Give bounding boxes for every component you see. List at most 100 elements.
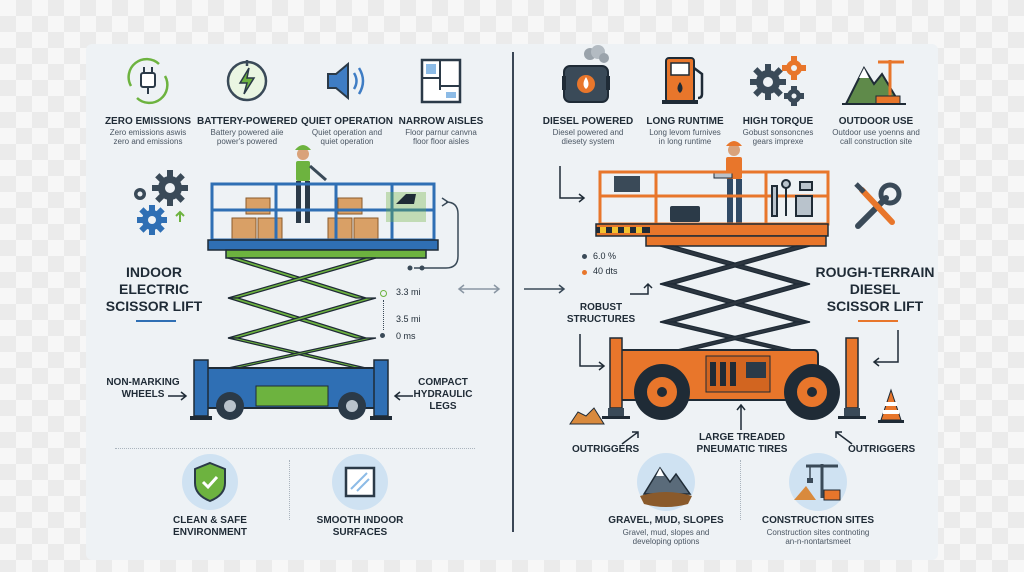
feature-sub: Battery powered aiie (210, 128, 284, 137)
floor-plan-icon (416, 56, 466, 111)
bottom-sub: an-n-nontartsmeet (785, 537, 851, 546)
terrain-icon (636, 452, 696, 517)
feature-title: DIESEL POWERED (542, 116, 634, 127)
label-outriggers-left: OUTRIGGERS (572, 444, 640, 455)
label-line: LEGS (429, 401, 457, 412)
feature-sub: Zero emissions aswis (109, 128, 187, 137)
heading-underline (136, 320, 176, 322)
stat-value: 40 dts (593, 266, 618, 276)
rock-pile-icon (568, 406, 608, 431)
arrow-left-icon (391, 388, 413, 406)
heading-line: ROUGH-TERRAIN (815, 264, 935, 280)
feature-title: OUTDOOR USE (838, 116, 914, 127)
label-robust-structures: ROBUST STRUCTURES (566, 302, 636, 326)
arrow-up-right-icon (620, 428, 644, 451)
measure-value: 0 ms (396, 331, 416, 341)
bottom-sub: Gravel, mud, slopes and (622, 528, 710, 537)
bottom-sub: Construction sites contnoting (766, 528, 870, 537)
diesel-scissor-lift-illustration (586, 134, 896, 439)
label-gravel-mud-slopes: GRAVEL, MUD, SLOPES (608, 515, 724, 526)
speaker-icon (322, 58, 372, 109)
label-line: ENVIRONMENT (173, 527, 247, 538)
label-outriggers-right: OUTRIGGERS (848, 444, 916, 455)
section-divider (115, 448, 475, 450)
gears-icon (748, 54, 808, 113)
worker-figure (295, 145, 327, 223)
electric-scissor-lift-illustration (186, 140, 456, 431)
heading-line: SCISSOR LIFT (826, 298, 924, 314)
feature-sub: power's powered (216, 137, 278, 146)
label-compact-hydraulic-legs: COMPACT HYDRAULIC LEGS (410, 377, 476, 413)
heading-underline (858, 320, 898, 322)
worker-figure (713, 141, 742, 225)
label-line: ROBUST (579, 302, 623, 313)
feature-sub: Quiet operation and (311, 128, 383, 137)
bottom-sub: developing options (632, 537, 700, 546)
stat-dot (582, 270, 587, 275)
feature-title: LONG RUNTIME (646, 116, 724, 127)
mountain-crane-icon (842, 54, 908, 113)
label-large-treaded-tires: LARGE TREADED PNEUMATIC TIRES (680, 432, 804, 456)
feature-sub: quiet operation (320, 137, 374, 146)
label-construction-sites: CONSTRUCTION SITES (761, 515, 875, 526)
label-line: NON-MARKING (106, 377, 180, 388)
arrow-right-icon (168, 388, 190, 406)
heading-line: ELECTRIC (119, 281, 189, 297)
label-line: LARGE TREADED (698, 432, 786, 443)
measure-line (383, 300, 385, 330)
pointer-arrow-icon (556, 164, 590, 209)
heading-line: SCISSOR LIFT (105, 298, 203, 314)
label-line: SURFACES (332, 527, 388, 538)
heading-line: DIESEL (849, 281, 901, 297)
construction-crane-icon (788, 452, 848, 517)
feature-sub: in long runtime (658, 137, 712, 146)
double-arrow-icon (456, 281, 502, 299)
heading-line: INDOOR (126, 264, 182, 280)
feature-sub: Long levom furnives (649, 128, 721, 137)
feature-sub: diesety system (561, 137, 615, 146)
measure-dot (380, 333, 385, 338)
right-heading: ROUGH-TERRAIN DIESEL SCISSOR LIFT (812, 264, 938, 315)
smooth-surface-icon (331, 453, 389, 516)
feature-title: ZERO EMISSIONS (104, 116, 192, 127)
feature-title: QUIET OPERATION (300, 116, 394, 127)
feature-title: NARROW AISLES (398, 116, 484, 127)
fuel-pump-icon (660, 54, 710, 111)
label-line: STRUCTURES (566, 314, 636, 325)
label-line: WHEELS (121, 389, 165, 400)
arrow-right-icon (522, 281, 568, 299)
feature-sub: Outdoor use yoenns and (832, 128, 920, 137)
measure-dot (380, 290, 387, 297)
feature-sub: Diesel powered and (552, 128, 624, 137)
center-divider (512, 52, 514, 532)
shield-check-icon (181, 453, 239, 516)
label-smooth-indoor: SMOOTH INDOOR SURFACES (305, 515, 415, 539)
pointer-arrow-icon (576, 332, 610, 377)
gears-icon (128, 166, 198, 245)
section-divider (289, 460, 291, 520)
fuel-tank-icon (558, 44, 618, 113)
label-line: SMOOTH INDOOR (316, 515, 404, 526)
feature-sub: Floor parnur canvna (405, 128, 477, 137)
battery-power-icon (222, 56, 272, 111)
measure-value: 3.3 mi (396, 287, 421, 297)
stat-dot (582, 254, 587, 259)
pointer-arrow-icon (868, 328, 902, 373)
feature-sub: zero and emissions (113, 137, 183, 146)
label-line: CLEAN & SAFE (173, 515, 247, 526)
label-line: COMPACT (418, 377, 468, 388)
traffic-cone-icon (876, 388, 906, 429)
pointer-arrow-icon (628, 282, 654, 301)
feature-title: BATTERY-POWERED (197, 116, 298, 127)
callout-connector (404, 196, 464, 281)
stat-value: 6.0 % (593, 251, 617, 261)
arrow-up-icon (736, 402, 746, 435)
arrow-up-left-icon (830, 428, 854, 451)
feature-title: HIGH TORQUE (742, 116, 814, 127)
feature-sub: floor floor aisles (412, 137, 470, 146)
label-clean-safe: CLEAN & SAFE ENVIRONMENT (155, 515, 265, 539)
feature-sub: Gobust sonsoncnes (742, 128, 814, 137)
label-non-marking-wheels: NON-MARKING WHEELS (106, 377, 180, 401)
plug-icon (123, 56, 173, 111)
feature-sub: call construction site (839, 137, 913, 146)
